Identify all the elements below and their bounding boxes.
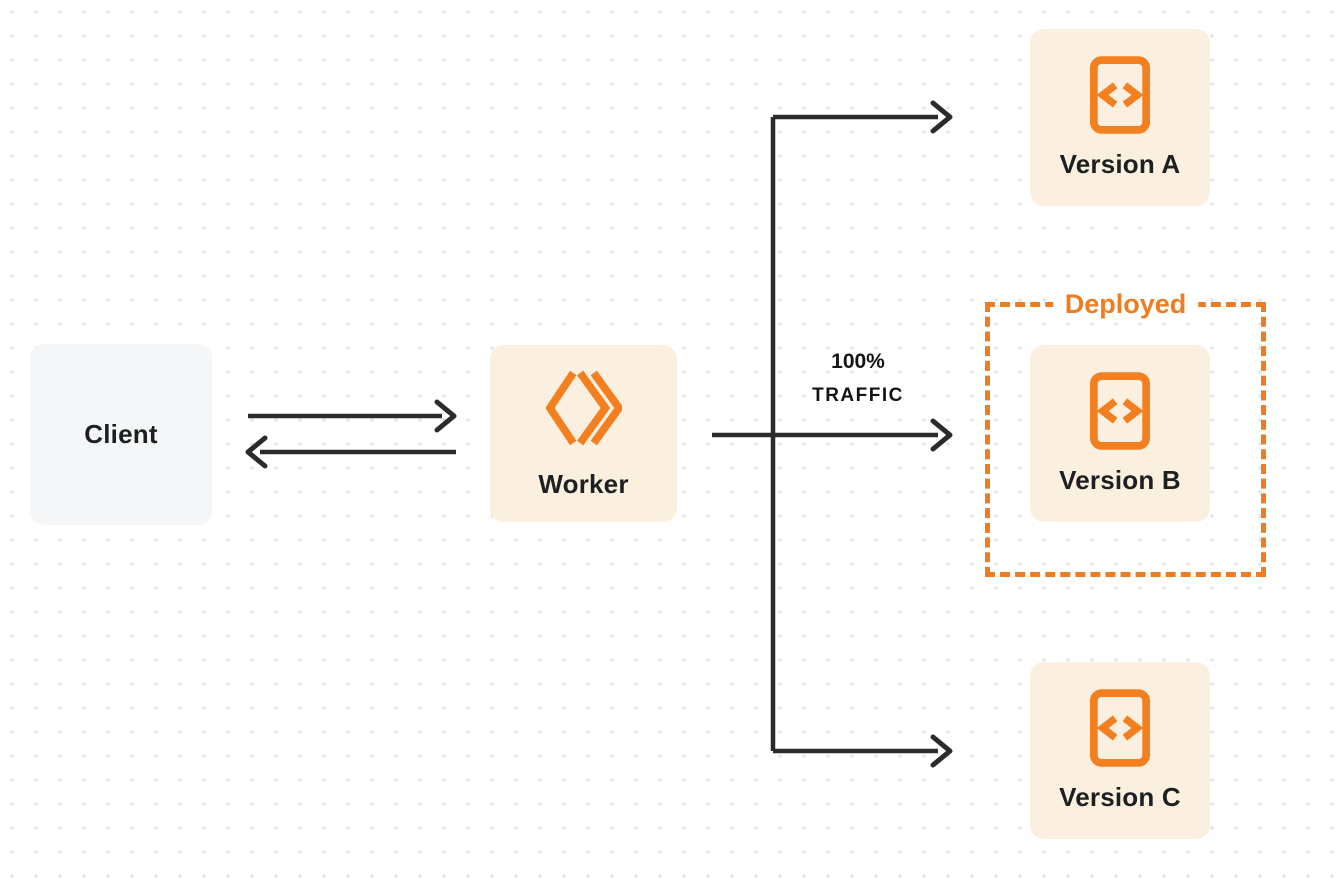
client-node: Client [30, 344, 212, 525]
version-a-label: Version A [1059, 149, 1181, 179]
arrowhead-to-version-c [930, 734, 953, 768]
traffic-percent-text: 100% [831, 350, 885, 373]
deployed-label: Deployed [1052, 289, 1199, 321]
worker-label: Worker [538, 469, 629, 499]
version-a-node: Version A [1030, 29, 1210, 206]
arrowhead-to-worker [434, 399, 457, 433]
version-c-label: Version C [1059, 782, 1181, 812]
worker-chevrons-icon [545, 367, 622, 449]
arrowhead-to-client [245, 435, 268, 469]
code-file-icon [1089, 371, 1151, 451]
version-c-node: Version C [1030, 662, 1210, 839]
deployed-region: Deployed [985, 289, 1266, 577]
code-file-icon [1089, 688, 1151, 768]
version-b-node: Version B [1030, 345, 1210, 522]
traffic-label: 100% TRAFFIC [773, 350, 943, 407]
client-label: Client [84, 419, 158, 449]
worker-node: Worker [490, 345, 677, 522]
arrowhead-to-version-b [930, 418, 953, 452]
arrowhead-to-version-a [930, 100, 953, 134]
traffic-word-text: TRAFFIC [812, 385, 904, 406]
version-b-label: Version B [1059, 465, 1181, 495]
code-file-icon [1089, 55, 1151, 135]
